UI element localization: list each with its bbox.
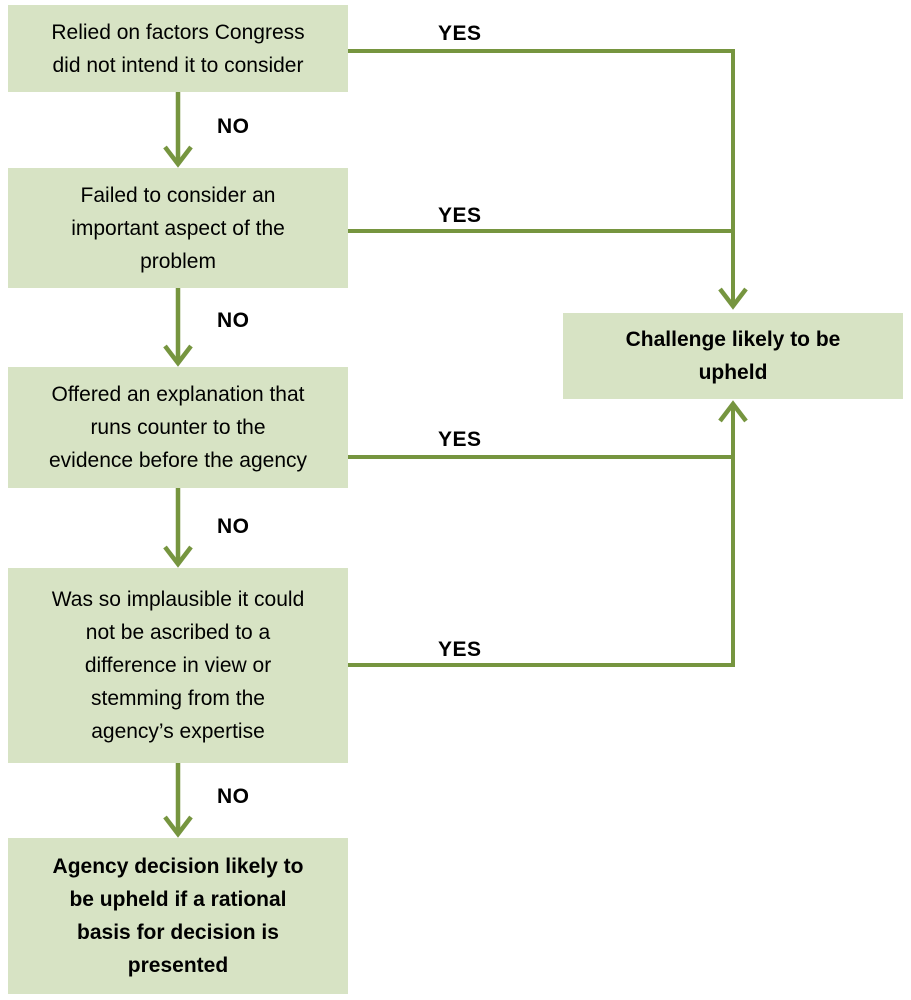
edge-label-no-4: NO xyxy=(217,785,250,808)
edge-label-yes-1: YES xyxy=(438,22,482,45)
arrowhead-down-icon xyxy=(718,287,748,310)
edge-label-yes-4: YES xyxy=(438,638,482,661)
flow-box-relied-on-factors: Relied on factors Congress did not inten… xyxy=(8,5,348,92)
edge-yes-1-line xyxy=(348,49,735,306)
arrowhead-down-icon xyxy=(163,815,193,838)
edge-label-yes-3: YES xyxy=(438,428,482,451)
edge-label-no-3: NO xyxy=(217,515,250,538)
flow-box-failed-to-consider: Failed to consider an important aspect o… xyxy=(8,168,348,288)
arrowhead-down-icon xyxy=(163,545,193,568)
edge-label-yes-2: YES xyxy=(438,204,482,227)
arrowhead-down-icon xyxy=(163,145,193,168)
arrowhead-up-icon xyxy=(718,400,748,423)
flow-box-offered-explanation: Offered an explanation that runs counter… xyxy=(8,367,348,488)
flow-box-agency-decision-upheld: Agency decision likely to be upheld if a… xyxy=(8,838,348,994)
flow-box-so-implausible: Was so implausible it could not be ascri… xyxy=(8,568,348,763)
arrowhead-down-icon xyxy=(163,344,193,367)
edge-label-no-2: NO xyxy=(217,309,250,332)
flow-box-challenge-upheld: Challenge likely to be upheld xyxy=(563,313,903,399)
edge-yes-4-line xyxy=(348,404,735,667)
edge-label-no-1: NO xyxy=(217,115,250,138)
